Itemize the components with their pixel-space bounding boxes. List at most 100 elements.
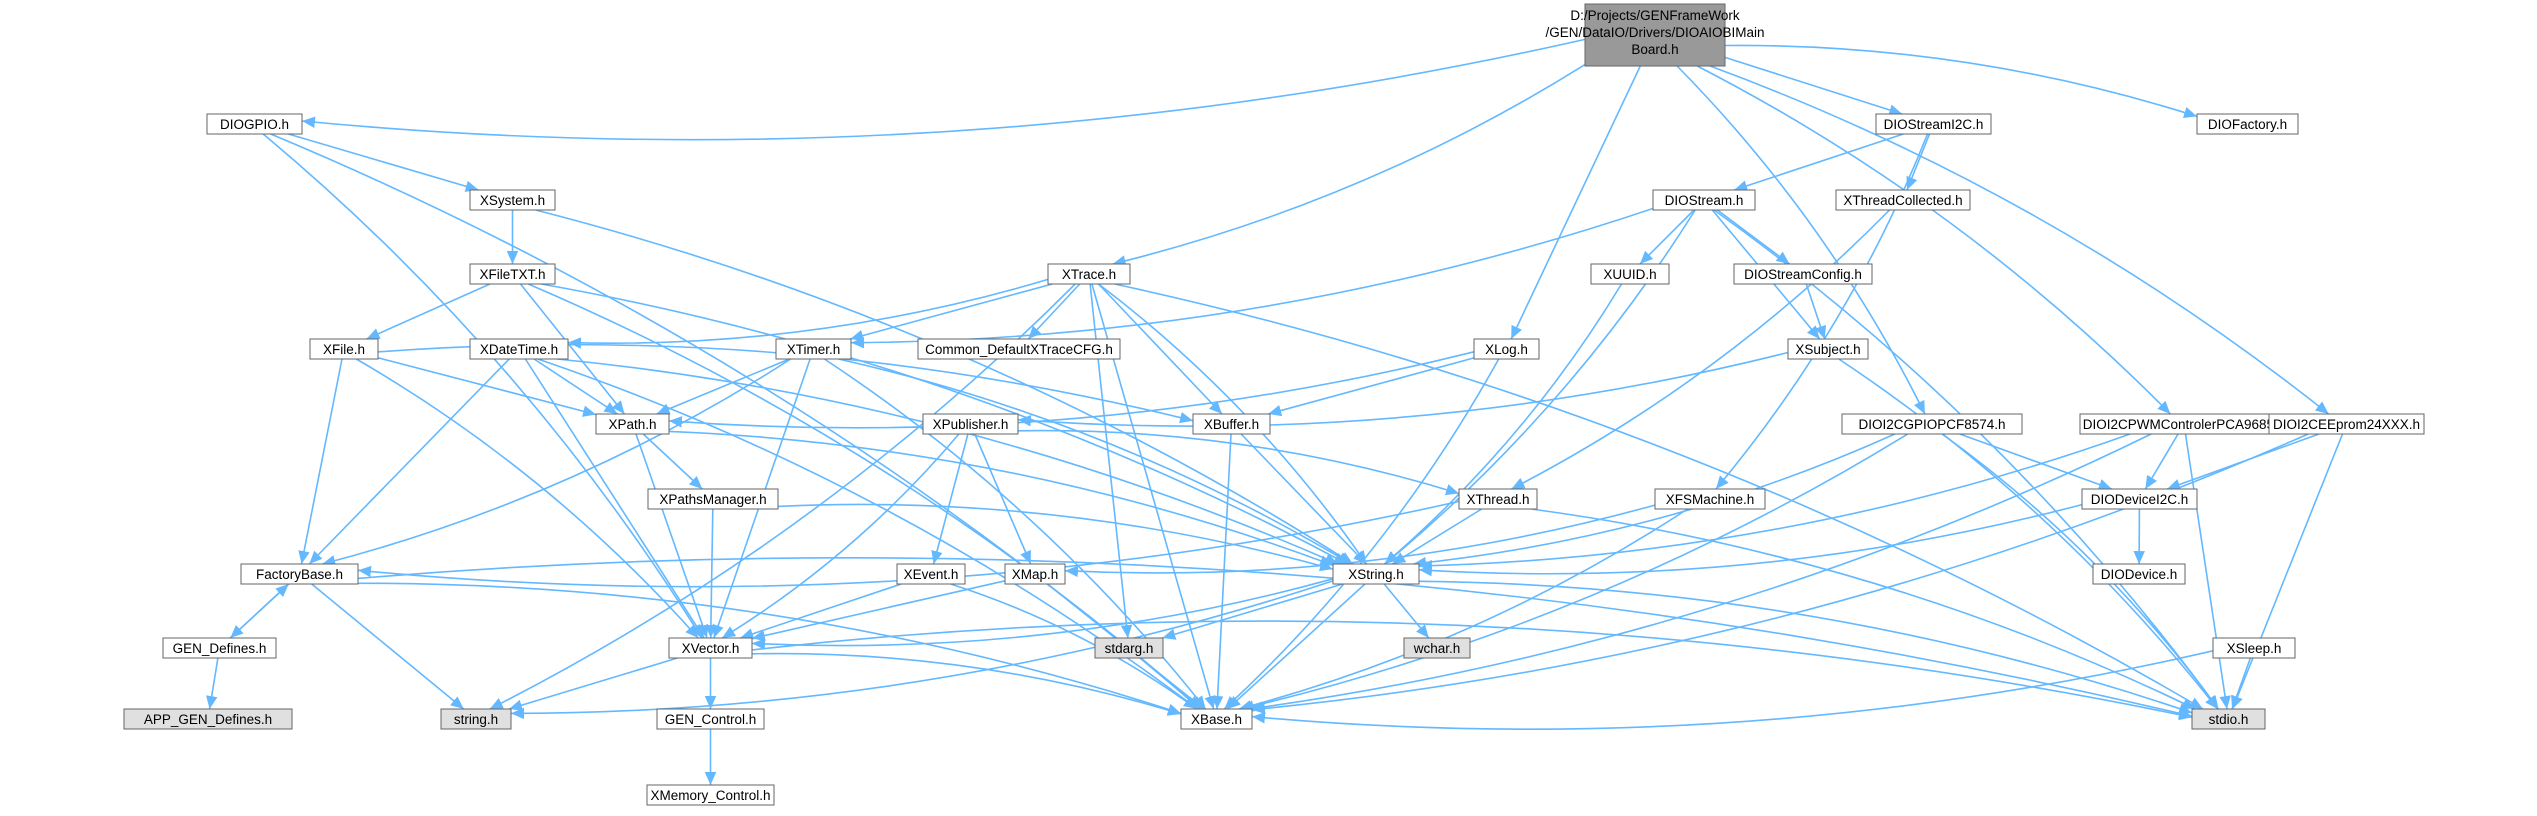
node-box-xvector[interactable] xyxy=(668,637,753,659)
node-box-xfile[interactable] xyxy=(309,338,379,360)
node-xtimer[interactable]: XTimer.h xyxy=(775,338,852,360)
node-appgendefines[interactable]: APP_GEN_Defines.h xyxy=(123,708,293,730)
edge-diostreami2c-to-xfsmachine xyxy=(1715,133,1929,490)
node-common[interactable]: Common_DefaultXTraceCFG.h xyxy=(917,338,1121,360)
node-box-xevent[interactable] xyxy=(896,563,966,585)
node-xthreadcollected[interactable]: XThreadCollected.h xyxy=(1835,189,1971,211)
node-xmemcontrol[interactable]: XMemory_Control.h xyxy=(646,784,775,806)
node-box-xsleep[interactable] xyxy=(2212,637,2296,659)
node-box-diostream[interactable] xyxy=(1652,189,1756,211)
node-xsleep[interactable]: XSleep.h xyxy=(2212,637,2296,659)
node-diofactory[interactable]: DIOFactory.h xyxy=(2196,113,2299,135)
node-diodevice[interactable]: DIODevice.h xyxy=(2092,563,2186,585)
node-box-xpublisher[interactable] xyxy=(922,413,1019,435)
node-xbuffer[interactable]: XBuffer.h xyxy=(1192,413,1271,435)
node-box-appgendefines[interactable] xyxy=(123,708,293,730)
node-xpublisher[interactable]: XPublisher.h xyxy=(922,413,1019,435)
node-box-gendefines[interactable] xyxy=(162,637,277,659)
node-box-xbuffer[interactable] xyxy=(1192,413,1271,435)
node-pca9685[interactable]: DIOI2CPWMControlerPCA9685.h xyxy=(2079,413,2289,435)
node-xthread[interactable]: XThread.h xyxy=(1458,488,1538,510)
node-box-xpathsmanager[interactable] xyxy=(647,488,779,510)
node-box-root[interactable] xyxy=(1584,3,1726,67)
edge-xpath-to-xvector xyxy=(635,433,709,639)
node-diostreamconfig[interactable]: DIOStreamConfig.h xyxy=(1733,263,1873,285)
edge-gendefines-to-appgendefines xyxy=(206,657,219,710)
node-box-diofactory[interactable] xyxy=(2196,113,2299,135)
node-box-diodevice[interactable] xyxy=(2092,563,2186,585)
node-box-gencontrol[interactable] xyxy=(656,708,765,730)
node-diostreami2c[interactable]: DIOStreamI2C.h xyxy=(1875,113,1992,135)
node-diodevicei2c[interactable]: DIODeviceI2C.h xyxy=(2081,488,2198,510)
node-xuuid[interactable]: XUUID.h xyxy=(1590,263,1670,285)
node-box-xfsmachine[interactable] xyxy=(1654,488,1766,510)
node-box-xtrace[interactable] xyxy=(1047,263,1131,285)
node-factorybase[interactable]: FactoryBase.h xyxy=(240,563,359,585)
node-box-pcf8574[interactable] xyxy=(1841,413,2023,435)
node-xmap[interactable]: XMap.h xyxy=(1004,563,1066,585)
node-xsystem[interactable]: XSystem.h xyxy=(469,189,556,211)
node-box-xstring[interactable] xyxy=(1332,563,1420,585)
node-box-xthreadcollected[interactable] xyxy=(1835,189,1971,211)
node-diogpio[interactable]: DIOGPIO.h xyxy=(206,113,303,135)
edge-xsubject-to-xpublisher xyxy=(1017,351,1789,427)
node-box-xthread[interactable] xyxy=(1458,488,1538,510)
node-xsubject[interactable]: XSubject.h xyxy=(1787,338,1869,360)
node-xpathsmanager[interactable]: XPathsManager.h xyxy=(647,488,779,510)
node-box-diostreamconfig[interactable] xyxy=(1733,263,1873,285)
node-pcf8574[interactable]: DIOI2CGPIOPCF8574.h xyxy=(1841,413,2023,435)
node-xdatetime[interactable]: XDateTime.h xyxy=(469,338,569,360)
node-box-stringh[interactable] xyxy=(440,708,512,730)
node-gendefines[interactable]: GEN_Defines.h xyxy=(162,637,277,659)
node-gencontrol[interactable]: GEN_Control.h xyxy=(656,708,765,730)
node-xevent[interactable]: XEvent.h xyxy=(896,563,966,585)
node-box-eeprom[interactable] xyxy=(2268,413,2425,435)
node-box-xpath[interactable] xyxy=(595,413,670,435)
node-label-xsystem: XSystem.h xyxy=(480,193,545,208)
node-xfiletxt[interactable]: XFileTXT.h xyxy=(469,263,556,285)
node-stdarg[interactable]: stdarg.h xyxy=(1094,637,1164,659)
node-xfsmachine[interactable]: XFSMachine.h xyxy=(1654,488,1766,510)
node-xtrace[interactable]: XTrace.h xyxy=(1047,263,1131,285)
node-box-xdatetime[interactable] xyxy=(469,338,569,360)
node-diostream[interactable]: DIOStream.h xyxy=(1652,189,1756,211)
edge-xtimer-to-xpath xyxy=(656,358,790,415)
edge-xtrace-to-common xyxy=(1027,283,1081,340)
node-box-xmap[interactable] xyxy=(1004,563,1066,585)
node-box-diostreami2c[interactable] xyxy=(1875,113,1992,135)
node-box-stdio[interactable] xyxy=(2191,708,2266,730)
node-label-xevent: XEvent.h xyxy=(904,567,959,582)
node-box-xlog[interactable] xyxy=(1473,338,1540,360)
node-xstring[interactable]: XString.h xyxy=(1332,563,1420,585)
node-box-wchar[interactable] xyxy=(1403,637,1471,659)
edge-diostream-to-xtimer xyxy=(850,207,1654,349)
edge-diogpio-to-xsystem xyxy=(288,133,479,192)
edge-xtrace-to-xdatetime xyxy=(567,278,1049,349)
edge-xtrace-to-xbuffer xyxy=(1097,283,1223,415)
node-box-xuuid[interactable] xyxy=(1590,263,1670,285)
node-box-xmemcontrol[interactable] xyxy=(646,784,775,806)
node-box-xbase[interactable] xyxy=(1180,708,1253,730)
node-root[interactable]: D:/Projects/GENFrameWork/GEN/DataIO/Driv… xyxy=(1545,3,1765,67)
node-box-xsubject[interactable] xyxy=(1787,338,1869,360)
node-box-diogpio[interactable] xyxy=(206,113,303,135)
node-stringh[interactable]: string.h xyxy=(440,708,512,730)
node-xlog[interactable]: XLog.h xyxy=(1473,338,1540,360)
node-eeprom[interactable]: DIOI2CEEprom24XXX.h xyxy=(2268,413,2425,435)
node-box-xfiletxt[interactable] xyxy=(469,263,556,285)
node-box-diodevicei2c[interactable] xyxy=(2081,488,2198,510)
node-box-xtimer[interactable] xyxy=(775,338,852,360)
node-label-diogpio: DIOGPIO.h xyxy=(220,117,289,132)
node-label-xvector: XVector.h xyxy=(682,641,740,656)
node-xvector[interactable]: XVector.h xyxy=(668,637,753,659)
node-box-xsystem[interactable] xyxy=(469,189,556,211)
node-stdio[interactable]: stdio.h xyxy=(2191,708,2266,730)
node-box-common[interactable] xyxy=(917,338,1121,360)
node-xbase[interactable]: XBase.h xyxy=(1180,708,1253,730)
node-box-stdarg[interactable] xyxy=(1094,637,1164,659)
node-xpath[interactable]: XPath.h xyxy=(595,413,670,435)
node-box-factorybase[interactable] xyxy=(240,563,359,585)
node-label-xthreadcollected: XThreadCollected.h xyxy=(1843,193,1962,208)
node-xfile[interactable]: XFile.h xyxy=(309,338,379,360)
node-wchar[interactable]: wchar.h xyxy=(1403,637,1471,659)
